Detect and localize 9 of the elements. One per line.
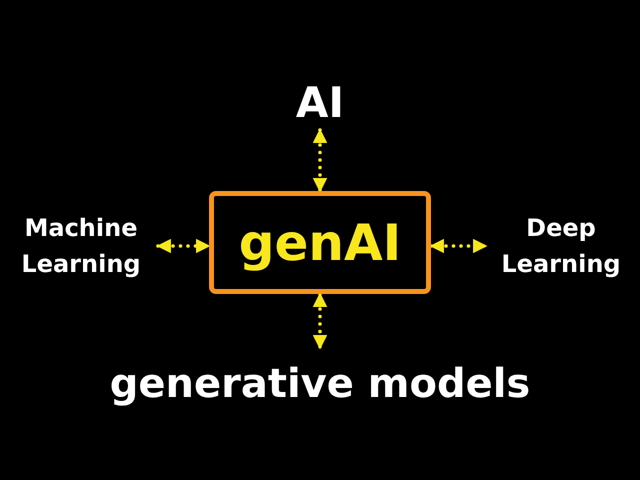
topic-label: AI [282,76,358,130]
topic-label: generative models [70,348,570,420]
double-arrow [312,128,328,193]
double-arrow [156,238,211,254]
concept-box: genAI [209,191,431,294]
double-arrow [312,292,328,350]
double-arrow [429,238,488,254]
topic-label: Machine Learning [4,210,158,282]
topic-label: Deep Learning [486,210,636,282]
